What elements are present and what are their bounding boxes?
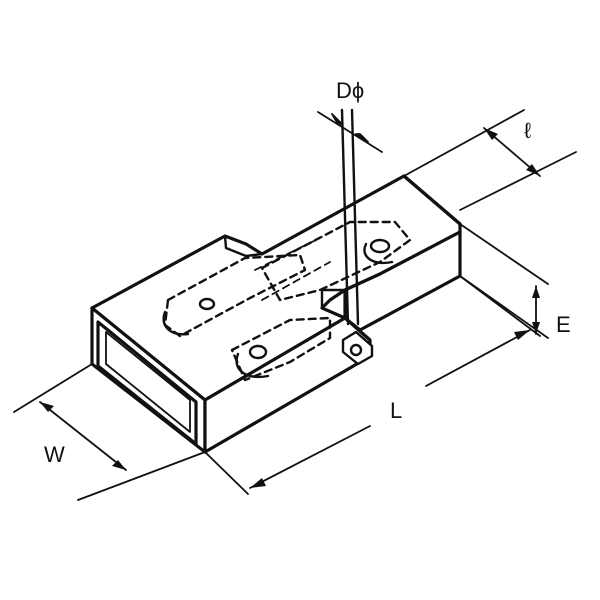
dim-big-l-line-2 (425, 329, 531, 387)
right-end-top-edge (402, 174, 462, 226)
dim-e-arrowhead-bottom (532, 322, 540, 334)
dim-big-l-ext-1 (204, 451, 249, 495)
dim-d-label: Dϕ (336, 78, 364, 103)
contact-right-rear-hole (369, 238, 391, 254)
dim-w-line (39, 401, 127, 471)
hidden-edge-1 (254, 237, 321, 271)
dim-l-ext-1 (403, 109, 525, 177)
dim-w-arrowhead-2 (112, 460, 126, 470)
dim-w-ext-2 (77, 451, 206, 501)
tab-notch (320, 288, 374, 366)
notch-outline (320, 288, 347, 310)
tab-plate (341, 330, 374, 366)
dimension-height: E (459, 223, 571, 339)
dim-big-l-arrowhead-1 (250, 478, 266, 488)
contact-right-rear (260, 220, 412, 302)
front-opening-inner (105, 331, 191, 433)
dim-l-arrowhead-1 (484, 128, 498, 140)
dimension-diameter: Dϕ (317, 78, 383, 153)
step-edge (223, 234, 264, 258)
contact-front (230, 316, 332, 382)
dim-l-arrowhead-2 (526, 164, 540, 176)
dim-l-ext-2 (459, 151, 577, 211)
wire-line-left (340, 108, 350, 326)
contact-right-rear-curl (363, 242, 394, 265)
dim-d-arrow-line (317, 111, 383, 153)
contact-front-hole (248, 344, 268, 360)
dim-e-label: E (556, 312, 571, 337)
dim-d-arrowhead-left (331, 113, 343, 125)
front-opening-outer (96, 320, 198, 446)
dim-d-arrowhead-right (355, 133, 369, 143)
wire-line-right (350, 108, 360, 326)
dim-l-label: ℓ (524, 118, 532, 143)
dimension-width: W (13, 363, 206, 501)
component-body (90, 174, 462, 454)
hidden-edge-2 (261, 261, 331, 301)
dim-big-l-label: L (390, 398, 402, 423)
contact-front-curl (235, 352, 270, 379)
dim-big-l-arrowhead-2 (514, 330, 530, 340)
lead-wire (340, 108, 360, 326)
dim-w-label: W (44, 442, 65, 467)
dimension-length: L (204, 275, 541, 495)
dim-big-l-line-1 (249, 425, 371, 489)
contact-left-rear-curl (162, 310, 190, 336)
hidden-contacts (162, 220, 412, 382)
dim-w-arrowhead-1 (40, 402, 54, 412)
dim-big-l-ext-2 (459, 275, 541, 337)
dim-e-arrowhead-top (532, 286, 540, 298)
dim-w-ext-1 (13, 363, 93, 413)
tab-hole (349, 343, 363, 357)
contact-left-rear-hole (198, 297, 216, 311)
dim-e-ext-top (459, 223, 549, 285)
dimension-small-length: ℓ (403, 109, 577, 211)
